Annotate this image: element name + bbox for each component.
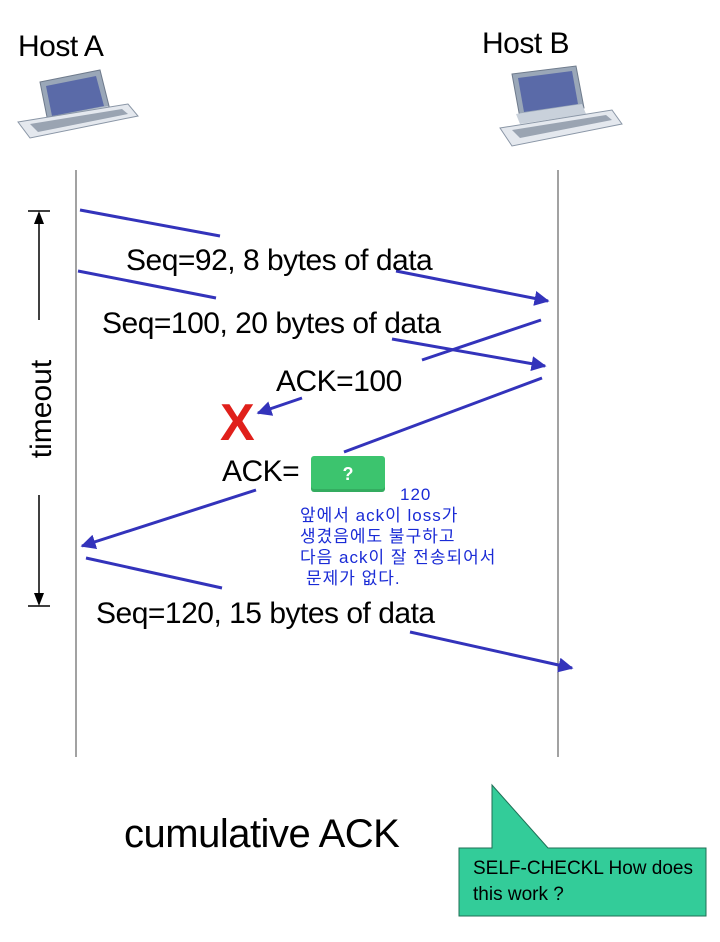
ack-label: ACK= bbox=[222, 455, 300, 488]
ack100-arrow bbox=[256, 318, 542, 416]
callout-text: SELF-CHECKL How does this work ? bbox=[473, 858, 693, 905]
host-a-label: Host A bbox=[18, 30, 104, 63]
seq120-label: Seq=120, 15 bytes of data bbox=[96, 597, 435, 630]
answer-note-line: 120 bbox=[400, 485, 432, 504]
host-b-computer-icon bbox=[499, 65, 623, 147]
seq100-arrow bbox=[77, 269, 547, 372]
seq92-label: Seq=92, 8 bytes of data bbox=[126, 244, 433, 277]
answer-note-line: 문제가 없다. bbox=[306, 569, 401, 588]
seq100-label: Seq=100, 20 bytes of data bbox=[102, 307, 441, 340]
host-b-label: Host B bbox=[482, 27, 570, 60]
ack120-arrow bbox=[80, 376, 543, 550]
timeout-bracket bbox=[28, 210, 50, 607]
answer-note-line: 생겼음에도 불구하고 bbox=[300, 527, 456, 546]
packet-lost-marker: X bbox=[220, 394, 255, 452]
answer-note: 120 앞에서 ack이 loss가 생겼음에도 불구하고 다음 ack이 잘 … bbox=[300, 484, 496, 589]
ack100-label: ACK=100 bbox=[276, 365, 402, 398]
timeout-label: timeout bbox=[25, 359, 58, 459]
diagram-caption: cumulative ACK bbox=[124, 812, 400, 856]
answer-note-line: 다음 ack이 잘 전송되어서 bbox=[300, 548, 497, 567]
host-a-computer-icon bbox=[17, 69, 139, 139]
answer-note-line: 앞에서 ack이 loss가 bbox=[300, 506, 459, 525]
callout-bubble bbox=[458, 783, 707, 917]
ack-answer-button[interactable]: ? bbox=[311, 456, 385, 492]
seq120-arrow bbox=[85, 556, 574, 673]
seq92-arrow bbox=[79, 208, 550, 306]
